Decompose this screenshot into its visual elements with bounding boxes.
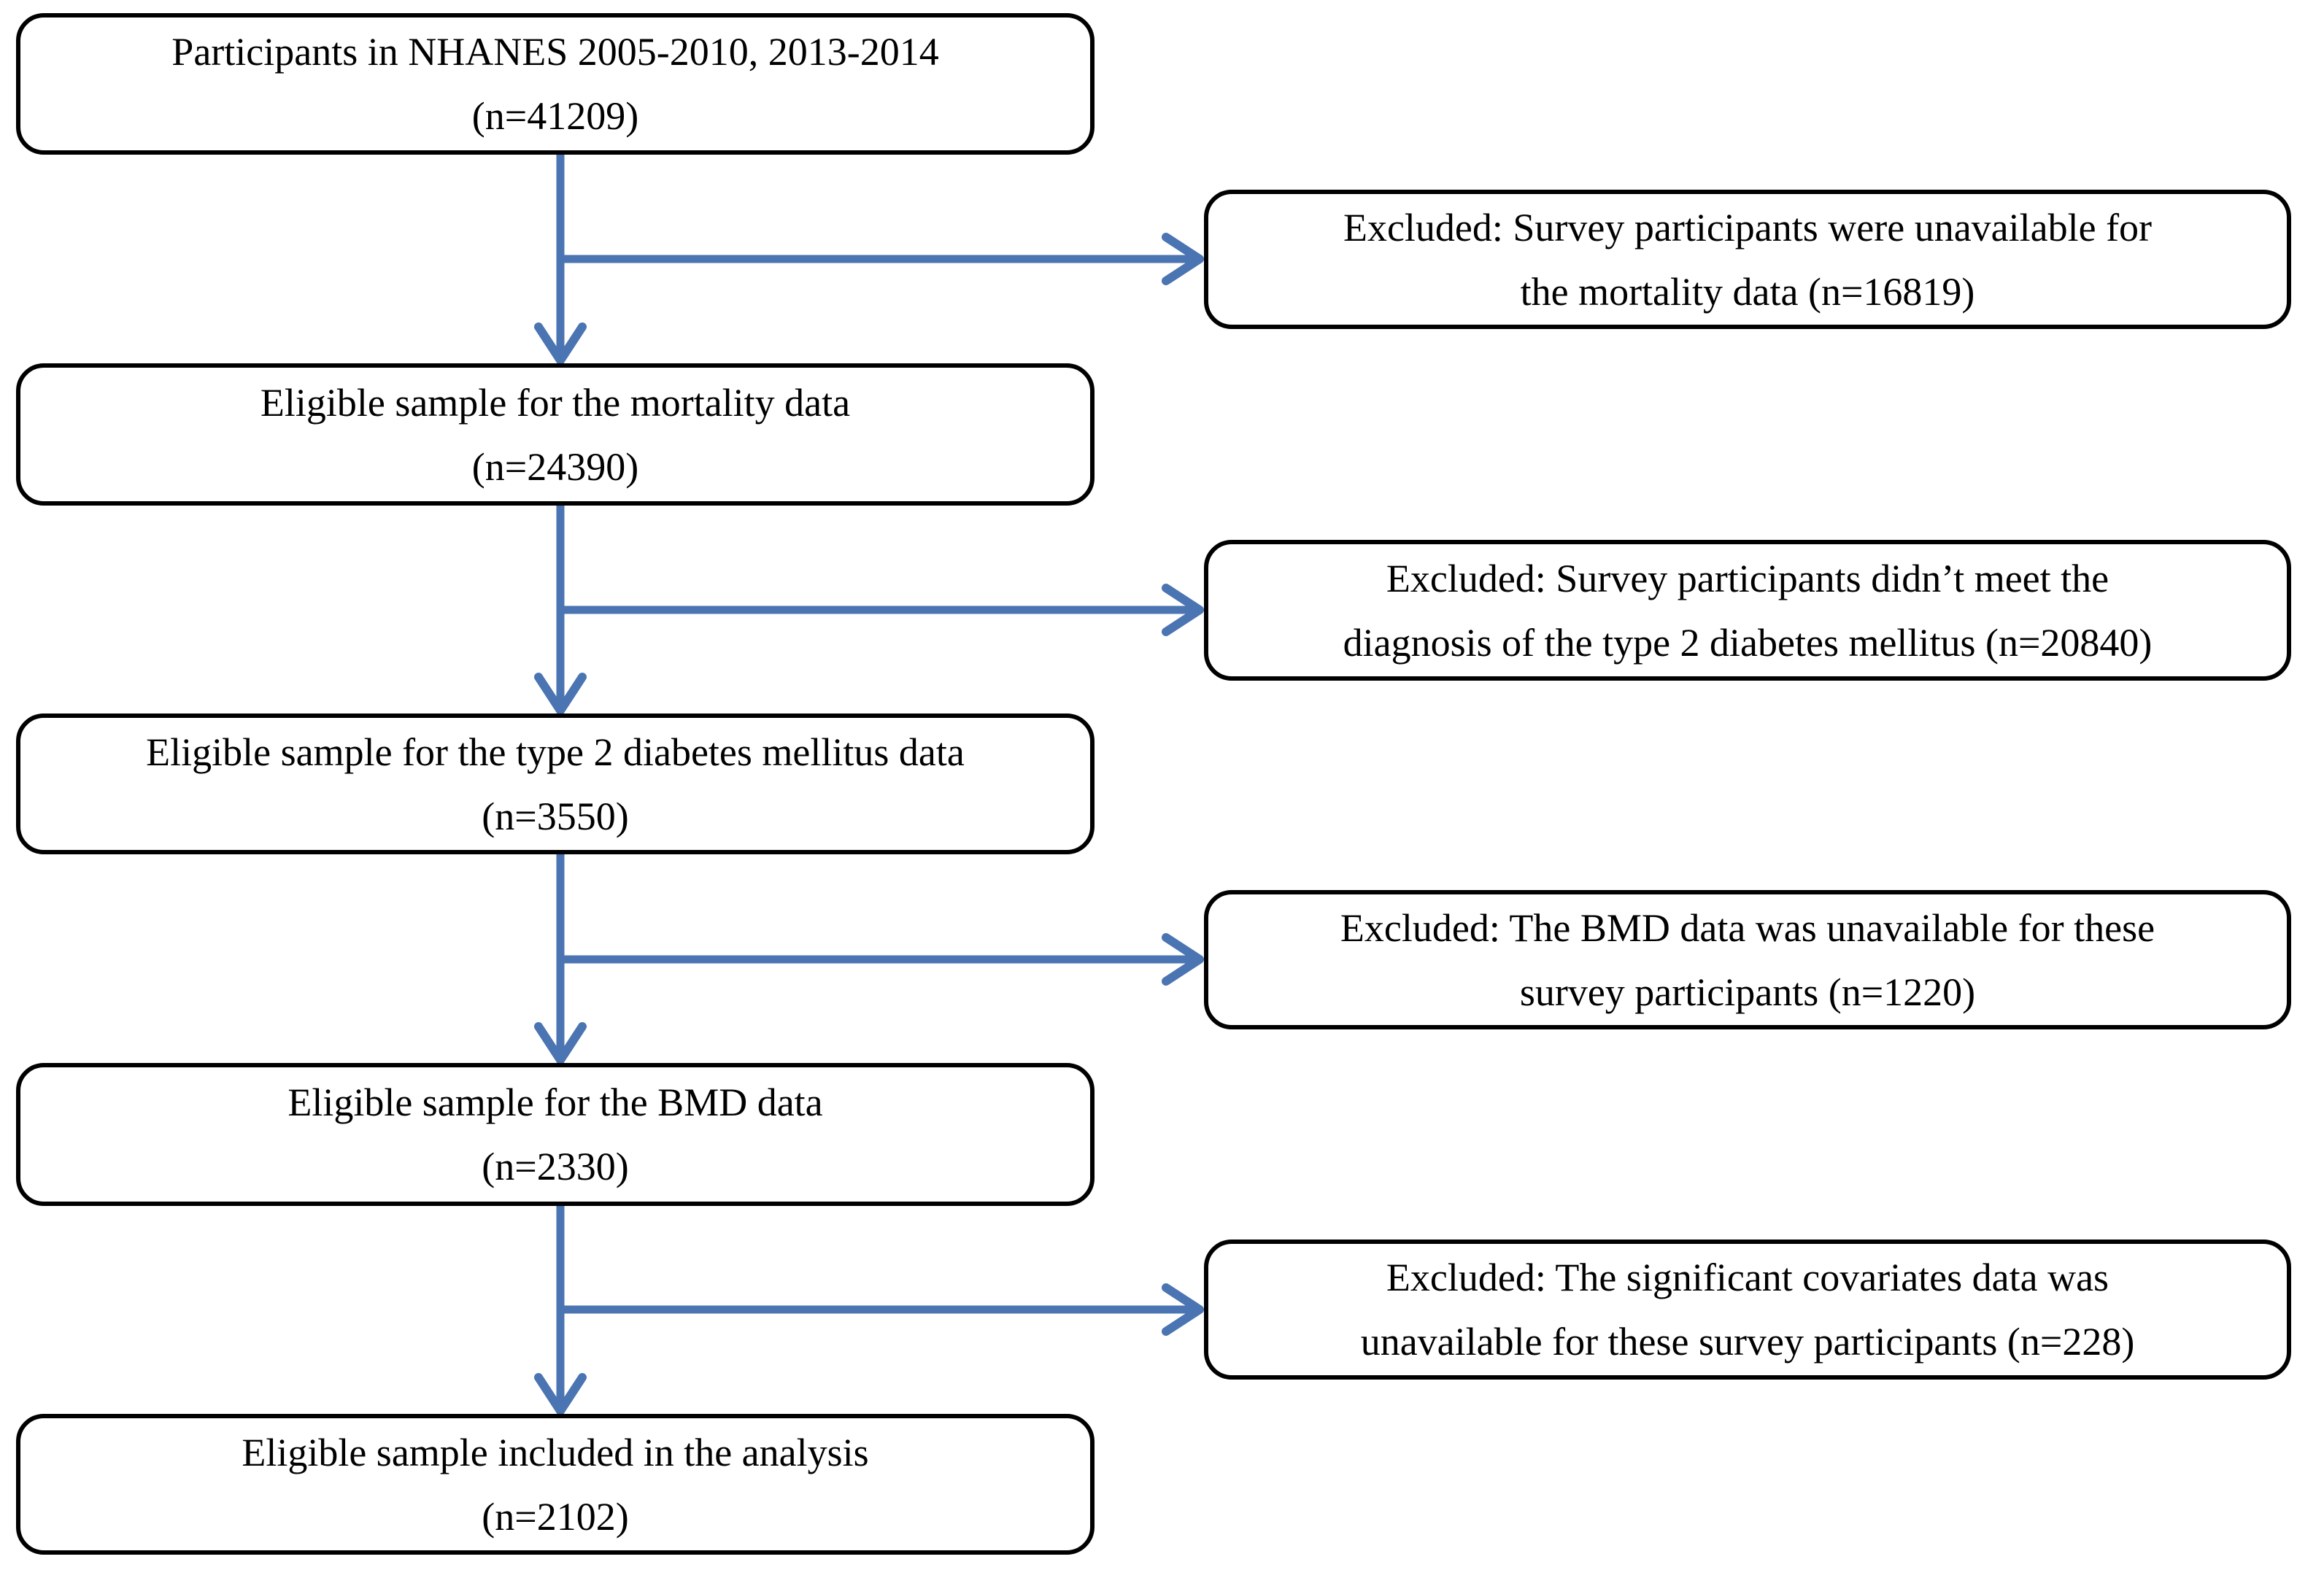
box-eligible-mortality: Eligible sample for the mortality data (… — [16, 363, 1095, 506]
box-excluded-mortality-line1: Excluded: Survey participants were unava… — [1343, 205, 2153, 250]
box-eligible-bmd-count: (n=2330) — [482, 1145, 629, 1188]
box-eligible-t2dm: Eligible sample for the type 2 diabetes … — [16, 714, 1095, 854]
flow-connectors — [534, 147, 1204, 1415]
box-eligible-mortality-count: (n=24390) — [471, 444, 639, 489]
box-eligible-bmd: Eligible sample for the BMD data (n=2330… — [16, 1063, 1095, 1206]
branch-arrow-head-1 — [1162, 233, 1204, 285]
box-excluded-mortality: Excluded: Survey participants were unava… — [1204, 190, 2291, 329]
box-excluded-covariates: Excluded: The significant covariates dat… — [1204, 1240, 2291, 1380]
box-included-analysis: Eligible sample included in the analysis… — [16, 1414, 1095, 1555]
branch-arrow-head-3 — [1162, 933, 1204, 986]
down-arrow-head-4 — [534, 1373, 587, 1415]
box-excluded-bmd-line2: survey participants (n=1220) — [1519, 970, 1976, 1014]
box-included-analysis-count: (n=2102) — [482, 1494, 629, 1539]
box-eligible-bmd-label: Eligible sample for the BMD data — [287, 1080, 823, 1124]
box-eligible-t2dm-count: (n=3550) — [482, 794, 629, 838]
box-eligible-t2dm-label: Eligible sample for the type 2 diabetes … — [146, 730, 965, 774]
down-arrow-head-3 — [534, 1022, 587, 1064]
box-included-analysis-label: Eligible sample included in the analysis — [242, 1430, 869, 1474]
down-arrow-head-2 — [534, 673, 587, 715]
box-excluded-covariates-line2: unavailable for these survey participant… — [1360, 1320, 2135, 1364]
box-excluded-bmd: Excluded: The BMD data was unavailable f… — [1204, 890, 2291, 1029]
branch-arrow-head-2 — [1162, 584, 1204, 636]
box-excluded-covariates-line1: Excluded: The significant covariates dat… — [1386, 1256, 2109, 1299]
box-excluded-bmd-line1: Excluded: The BMD data was unavailable f… — [1340, 905, 2155, 950]
box-participants-nhanes-count: (n=41209) — [471, 94, 639, 138]
box-excluded-t2dm-diagnosis-line2: diagnosis of the type 2 diabetes mellitu… — [1343, 620, 2153, 665]
box-participants-nhanes: Participants in NHANES 2005-2010, 2013-2… — [16, 13, 1095, 155]
box-excluded-t2dm-diagnosis: Excluded: Survey participants didn’t mee… — [1204, 540, 2291, 681]
box-excluded-mortality-line2: the mortality data (n=16819) — [1520, 269, 1975, 314]
down-arrow-head-1 — [534, 322, 587, 365]
box-participants-nhanes-label: Participants in NHANES 2005-2010, 2013-2… — [171, 30, 939, 74]
branch-arrow-head-4 — [1162, 1283, 1204, 1336]
box-excluded-t2dm-diagnosis-line1: Excluded: Survey participants didn’t mee… — [1386, 556, 2109, 600]
box-eligible-mortality-label: Eligible sample for the mortality data — [260, 380, 851, 425]
